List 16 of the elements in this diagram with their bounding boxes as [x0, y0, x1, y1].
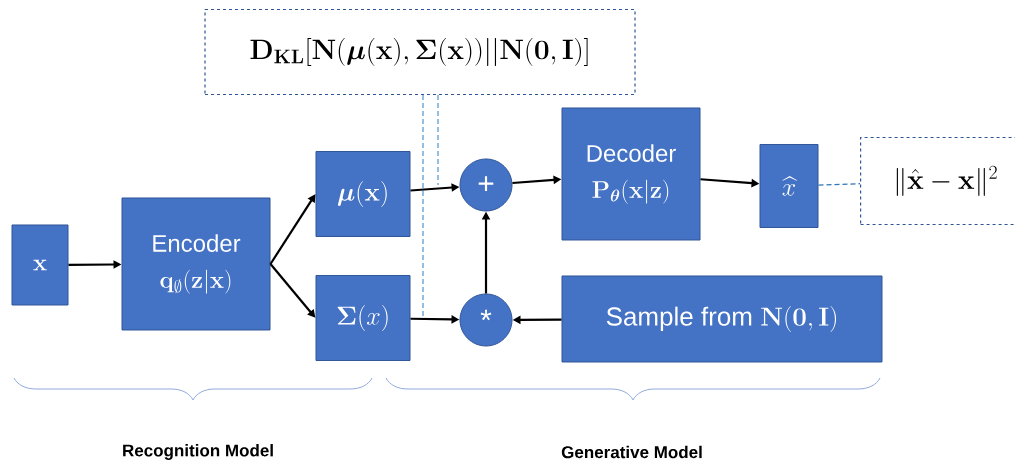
process-box: $\boldsymbol{\Sigma}(x)$ — [315, 275, 411, 361]
leader-line — [422, 94, 424, 319]
group-label: Generative Model — [561, 445, 702, 459]
leader-line — [437, 94, 439, 186]
process-box: Encoder $\mathbf{q}_{\emptyset}(\mathbf{z}|\mathbf{x})$ — [121, 197, 271, 331]
process-box: $\text{Sample from }\mathbf{N}(\mathbf{0},\mathbf{I})$ — [561, 275, 883, 363]
formula-box: $\mathbf{D}_{\mathbf{KL}}[\mathbf{N}(\boldsymbol{\mu}(\mathbf{x}),\boldsymbol{\Sigma}(\mathbf{x}))||\mathbf{N}(\mathbf{0},\mathbf{I})]$ — [204, 8, 636, 96]
process-box: $\mathbf{x}$ — [11, 224, 69, 306]
arrow — [269, 263, 316, 318]
process-box: $\boldsymbol{\mu}(\mathbf{x})$ — [315, 151, 411, 237]
group-label: Recognition Model — [123, 444, 273, 460]
process-box: $\widehat{x}$ — [759, 144, 819, 228]
connector-line — [817, 183, 861, 186]
formula-box: $\|\hat{\mathbf{x}}-\mathbf{x}\|^{2}$ — [860, 136, 1015, 226]
process-box: Decoder $\mathbf{P}_{\boldsymbol{\theta}}(\mathbf{x}|\mathbf{z})$ — [561, 107, 701, 241]
arrow — [269, 194, 316, 265]
